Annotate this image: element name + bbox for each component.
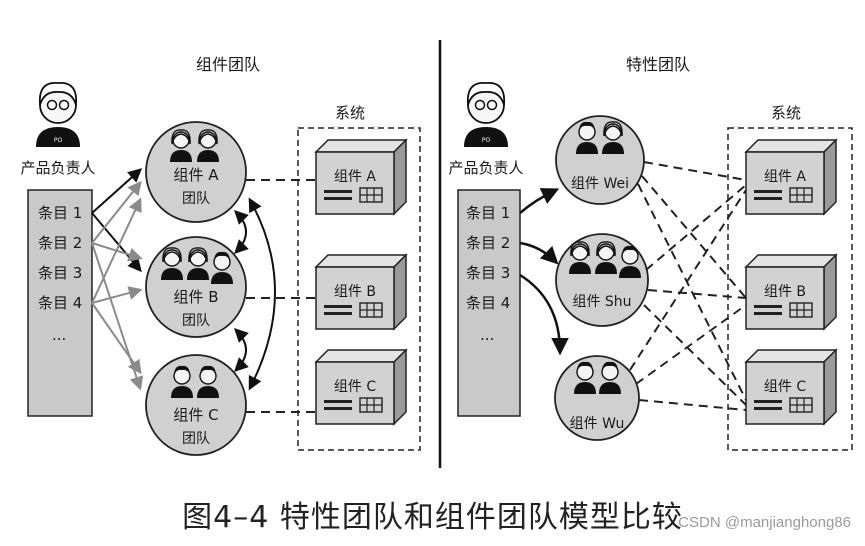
left-component-c: 组件 C: [315, 349, 407, 425]
backlog-item-4: 条目 4: [38, 294, 82, 312]
backlog-to-feature-team-arrows: [519, 188, 569, 356]
team-c-name: 组件 C: [173, 406, 218, 424]
team-a-name: 组件 A: [173, 166, 219, 184]
right-component-a-label: 组件 A: [764, 169, 806, 185]
team-wei-name: 组件 Wei: [571, 176, 629, 192]
right-component-c: 组件 C: [745, 349, 837, 425]
backlog-item-1-right: 条目 1: [466, 204, 510, 222]
team-wu-name: 组件 Wu: [570, 416, 625, 432]
left-system-label: 系统: [335, 104, 365, 122]
left-component-b-label: 组件 B: [334, 284, 376, 300]
backlog-to-team-arrows: [91, 168, 144, 391]
watermark: CSDN @manjianghong86: [678, 514, 851, 531]
product-backlog-right: [457, 189, 521, 417]
product-owner-label: 产品负责人: [20, 159, 95, 177]
team-coordination-arrows: [234, 197, 276, 391]
right-component-a: 组件 A: [745, 139, 837, 215]
feature-teams-panel: 特性团队 PO 产品负责人 条目 1 条目 2 条目 3 条目 4 ... 组件…: [448, 55, 853, 451]
component-teams-panel: 组件团队 PO 产品负责人 条目 1 条目 2 条目 3 条目 4 ... 组件…: [20, 55, 421, 456]
right-component-c-label: 组件 C: [764, 379, 806, 395]
feature-team-component-links: [629, 161, 747, 411]
feature-team-shu: 组件 Shu: [555, 233, 649, 327]
feature-team-wei: 组件 Wei: [555, 115, 645, 205]
right-component-b-label: 组件 B: [764, 284, 806, 300]
team-b-name: 组件 B: [173, 288, 218, 306]
right-system-box: [727, 127, 853, 451]
left-team-component-links: [246, 179, 316, 413]
team-circle-c: 组件 C 团队: [145, 354, 247, 456]
po-badge: PO: [54, 137, 63, 144]
product-owner-avatar: PO: [36, 82, 80, 147]
po-badge-right: PO: [482, 137, 491, 144]
backlog-item-2-right: 条目 2: [466, 234, 510, 252]
product-owner-avatar-right: PO: [464, 82, 508, 147]
backlog-item-1: 条目 1: [38, 204, 82, 222]
team-c-suffix: 团队: [182, 431, 210, 447]
product-owner-label-right: 产品负责人: [448, 159, 523, 177]
left-component-c-label: 组件 C: [334, 379, 376, 395]
team-circle-b: 组件 B 团队: [145, 236, 247, 338]
team-shu-name: 组件 Shu: [572, 294, 631, 310]
figure-caption: 图4–4 特性团队和组件团队模型比较: [182, 500, 683, 535]
left-component-a-label: 组件 A: [334, 169, 376, 185]
team-b-suffix: 团队: [182, 313, 210, 329]
left-component-a: 组件 A: [315, 139, 407, 215]
right-system-label: 系统: [771, 104, 801, 122]
feature-team-wu: 组件 Wu: [554, 355, 640, 441]
right-component-b: 组件 B: [745, 254, 837, 330]
backlog-item-3: 条目 3: [38, 264, 82, 282]
feature-teams-header: 特性团队: [626, 55, 690, 74]
backlog-item-more-right: ...: [480, 326, 494, 344]
backlog-item-2: 条目 2: [38, 234, 82, 252]
backlog-item-4-right: 条目 4: [466, 294, 510, 312]
backlog-item-3-right: 条目 3: [466, 264, 510, 282]
left-system-box: [297, 127, 421, 451]
backlog-item-more: ...: [52, 326, 66, 344]
component-teams-header: 组件团队: [196, 55, 260, 74]
left-component-b: 组件 B: [315, 254, 407, 330]
team-circle-a: 组件 A 团队: [145, 121, 247, 223]
team-a-suffix: 团队: [182, 191, 210, 207]
